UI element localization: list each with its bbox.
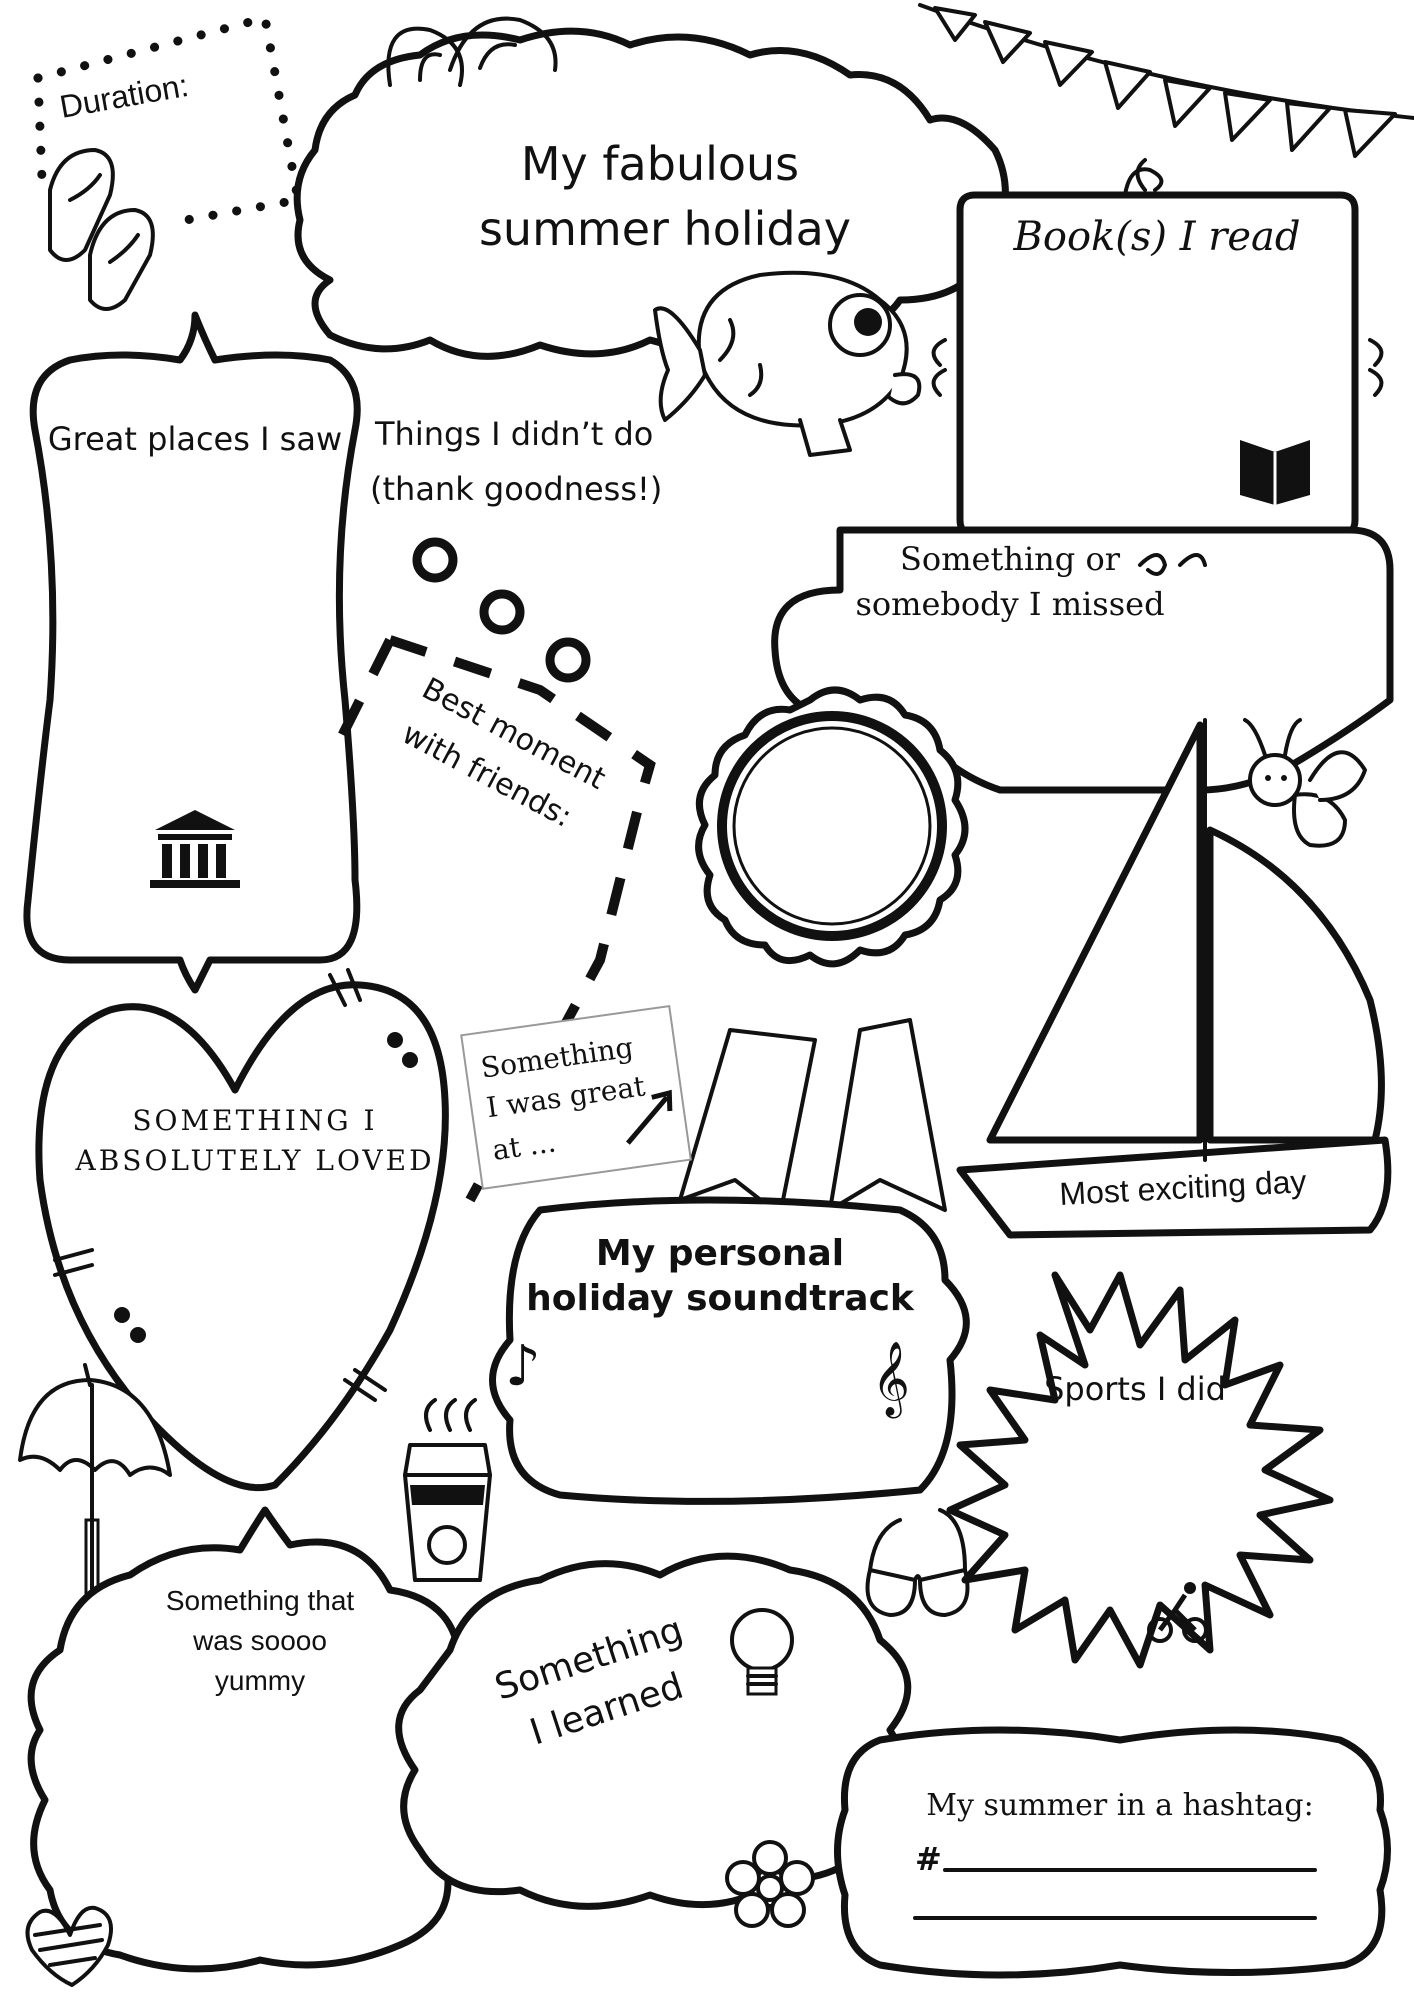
missed-line-1: Something or — [900, 540, 1121, 578]
music-note-icon: ♪ — [505, 1334, 541, 1399]
award-rosette-icon[interactable] — [678, 686, 969, 1217]
yummy-line-3: yummy — [215, 1665, 305, 1696]
book-icon — [1240, 440, 1310, 505]
yummy-line-1: Something that — [166, 1585, 355, 1616]
loved-heart[interactable]: SOMETHING I ABSOLUTELY LOVED — [35, 968, 449, 1492]
great-places-frame[interactable]: Great places I saw — [23, 311, 361, 994]
yummy-line-2: was soooo — [192, 1625, 327, 1656]
soundtrack-line-2: holiday soundtrack — [526, 1278, 915, 1319]
things-didnt-do-line-1: Things I didn’t do — [374, 415, 653, 453]
loved-line-2: ABSOLUTELY LOVED — [74, 1144, 434, 1177]
museum-icon — [150, 810, 240, 888]
flower-icon — [725, 1840, 815, 1928]
sports-label: Sports I did — [1044, 1370, 1226, 1408]
title-line-2: summer holiday — [479, 202, 851, 256]
loved-line-1: SOMETHING I — [132, 1104, 377, 1137]
yummy-cloud[interactable]: Something that was soooo yummy — [27, 1506, 467, 1973]
treble-clef-icon: 𝄞 — [872, 1342, 910, 1419]
sunglasses-icon — [865, 1508, 970, 1617]
beach-umbrella-icon — [18, 1363, 172, 1602]
flip-flops-icon — [48, 148, 155, 311]
sailboat-icon[interactable]: Most exciting day — [956, 718, 1392, 1239]
learned-cloud[interactable]: Something I learned — [395, 1552, 912, 1910]
cyclist-icon — [1147, 1582, 1208, 1643]
sports-starburst[interactable]: Sports I did — [946, 1271, 1334, 1669]
missed-line-2: somebody I missed — [855, 585, 1164, 623]
things-didnt-do-line-2: (thank goodness!) — [370, 470, 662, 508]
duration-label: Duration: — [57, 67, 191, 125]
hashtag-label: My summer in a hashtag: — [926, 1788, 1314, 1823]
title-cloud: My fabulous summer holiday — [293, 16, 1009, 360]
soundtrack-line-1: My personal — [596, 1233, 844, 1274]
hashtag-symbol: # — [915, 1840, 942, 1878]
books-label: Book(s) I read — [1012, 214, 1300, 260]
great-at-note[interactable]: Something I was great at ... — [460, 1004, 692, 1190]
small-heart-icon — [25, 1905, 113, 1987]
things-didnt-do-area[interactable]: Things I didn’t do (thank goodness!) — [370, 415, 662, 683]
lightbulb-icon — [730, 1608, 794, 1696]
title-line-1: My fabulous — [521, 137, 799, 191]
fish-icon — [653, 270, 922, 457]
hashtag-frame[interactable]: My summer in a hashtag: # — [834, 1726, 1391, 1979]
bee-icon — [1243, 718, 1367, 848]
bunting-icon — [918, 3, 1414, 158]
soundtrack-frame[interactable]: My personal holiday soundtrack ♪ 𝄞 — [489, 1196, 970, 1505]
coffee-cup-icon — [403, 1398, 492, 1582]
great-places-label: Great places I saw — [48, 420, 342, 458]
books-frame[interactable]: Book(s) I read — [931, 158, 1384, 539]
